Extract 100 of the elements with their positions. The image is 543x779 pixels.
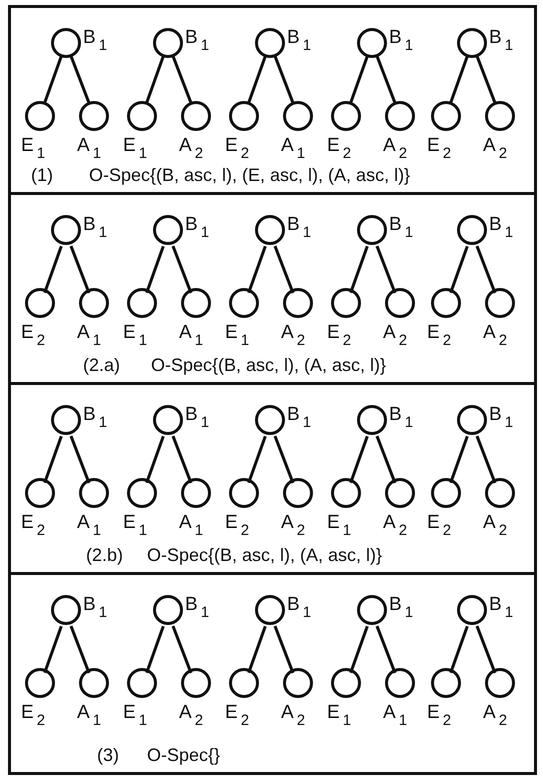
tree-edge — [349, 436, 369, 484]
tree-edge — [349, 246, 369, 294]
node-label: E$_{1}$ — [123, 135, 148, 164]
tree-node-circle — [385, 101, 415, 131]
tree-edge — [145, 246, 165, 294]
node-label: E$_{1}$ — [123, 512, 148, 541]
panel-number: (3) — [97, 744, 119, 766]
node-label: A$_{2}$ — [179, 702, 204, 731]
tree-edge — [376, 56, 396, 104]
tree-edge — [70, 626, 90, 674]
tree-node-circle — [255, 28, 285, 58]
tree-edge — [274, 436, 294, 484]
tree-edge — [247, 436, 267, 484]
node-label: E$_{1}$ — [327, 512, 352, 541]
node-label: A$_{2}$ — [281, 512, 306, 541]
tree-edge — [476, 626, 496, 674]
tree-node-circle — [457, 595, 487, 625]
node-label: B$_{1}$ — [185, 404, 210, 433]
tree-node-circle — [153, 405, 183, 435]
tree-node-circle — [127, 101, 157, 131]
tree-node-circle — [283, 478, 313, 508]
tree-edge — [145, 436, 165, 484]
tree-node-circle — [51, 595, 81, 625]
node-label: E$_{2}$ — [21, 512, 46, 541]
node-label: E$_{1}$ — [225, 322, 250, 351]
node-label: B$_{1}$ — [287, 214, 312, 243]
tree-node-circle — [485, 668, 515, 698]
node-label: B$_{1}$ — [489, 27, 514, 56]
tree-node-circle — [457, 215, 487, 245]
node-label: E$_{2}$ — [327, 135, 352, 164]
node-label: A$_{2}$ — [483, 512, 508, 541]
node-label: A$_{1}$ — [77, 322, 102, 351]
node-label: E$_{2}$ — [427, 135, 452, 164]
tree-node-circle — [283, 288, 313, 318]
tree-node-circle — [229, 668, 259, 698]
node-label: B$_{1}$ — [389, 27, 414, 56]
node-label: B$_{1}$ — [489, 594, 514, 623]
tree-edge — [247, 56, 267, 104]
tree-edge — [70, 56, 90, 104]
node-label: B$_{1}$ — [185, 594, 210, 623]
node-label: A$_{1}$ — [77, 702, 102, 731]
tree-node-circle — [181, 668, 211, 698]
node-label: E$_{2}$ — [225, 512, 250, 541]
node-label: A$_{2}$ — [383, 512, 408, 541]
panel — [8, 575, 537, 775]
node-label: B$_{1}$ — [287, 404, 312, 433]
node-label: A$_{2}$ — [483, 322, 508, 351]
tree-node-circle — [485, 478, 515, 508]
tree-node-circle — [25, 288, 55, 318]
node-label: A$_{1}$ — [77, 135, 102, 164]
tree-node-circle — [357, 28, 387, 58]
panel — [8, 195, 537, 385]
node-label: A$_{2}$ — [483, 135, 508, 164]
node-label: B$_{1}$ — [287, 594, 312, 623]
node-label: B$_{1}$ — [287, 27, 312, 56]
node-label: B$_{1}$ — [83, 214, 108, 243]
node-label: A$_{2}$ — [281, 702, 306, 731]
node-label: A$_{1}$ — [179, 512, 204, 541]
tree-node-circle — [229, 478, 259, 508]
tree-node-circle — [25, 101, 55, 131]
node-label: E$_{2}$ — [225, 135, 250, 164]
node-label: A$_{1}$ — [281, 135, 306, 164]
node-label: E$_{1}$ — [123, 322, 148, 351]
node-label: A$_{2}$ — [483, 702, 508, 731]
tree-node-circle — [181, 101, 211, 131]
tree-node-circle — [385, 478, 415, 508]
node-label: E$_{2}$ — [225, 702, 250, 731]
panel-number: (2.b) — [86, 544, 124, 566]
tree-edge — [449, 56, 469, 104]
node-label: A$_{2}$ — [383, 135, 408, 164]
tree-edge — [449, 246, 469, 294]
tree-node-circle — [181, 288, 211, 318]
tree-node-circle — [457, 28, 487, 58]
tree-node-circle — [331, 288, 361, 318]
tree-node-circle — [485, 101, 515, 131]
tree-node-circle — [357, 215, 387, 245]
tree-edge — [376, 626, 396, 674]
tree-edge — [274, 56, 294, 104]
node-label: E$_{2}$ — [427, 512, 452, 541]
tree-edge — [145, 56, 165, 104]
node-label: B$_{1}$ — [389, 404, 414, 433]
tree-node-circle — [457, 405, 487, 435]
specification-text: O-Spec{(B, asc, l), (E, asc, l), (A, asc, l)} — [89, 164, 410, 186]
node-label: E$_{1}$ — [123, 702, 148, 731]
tree-edge — [172, 626, 192, 674]
tree-node-circle — [331, 668, 361, 698]
node-label: A$_{1}$ — [77, 512, 102, 541]
tree-node-circle — [385, 288, 415, 318]
tree-node-circle — [127, 668, 157, 698]
node-label: E$_{1}$ — [327, 702, 352, 731]
node-label: A$_{2}$ — [383, 322, 408, 351]
tree-edge — [70, 436, 90, 484]
tree-edge — [70, 246, 90, 294]
tree-edge — [376, 246, 396, 294]
tree-node-circle — [431, 478, 461, 508]
node-label: A$_{2}$ — [179, 135, 204, 164]
tree-edge — [172, 246, 192, 294]
tree-node-circle — [431, 101, 461, 131]
node-label: B$_{1}$ — [389, 214, 414, 243]
tree-node-circle — [181, 478, 211, 508]
